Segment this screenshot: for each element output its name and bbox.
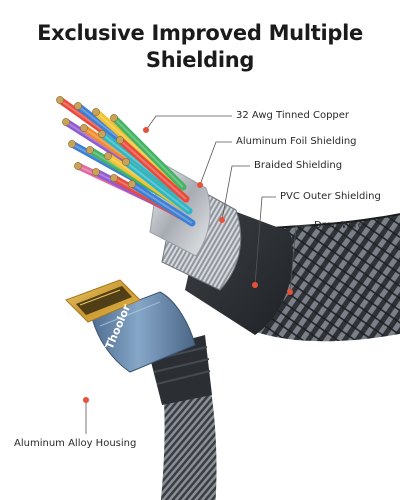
headline-line-1: Exclusive Improved Multiple bbox=[37, 21, 363, 45]
callout-dot bbox=[197, 182, 203, 188]
connector-housing bbox=[91, 291, 196, 373]
callout-leaders bbox=[85, 115, 310, 434]
conductor-bundle bbox=[56, 96, 196, 227]
label-braided-shielding: Braided Shielding bbox=[254, 160, 343, 171]
label-dron-wire: Dron Wire bbox=[314, 220, 364, 231]
label-pvc-outer: PVC Outer Shielding bbox=[280, 191, 381, 202]
callout-dot bbox=[287, 289, 293, 295]
callout-dot bbox=[219, 217, 225, 223]
headline-line-2: Shielding bbox=[145, 48, 255, 72]
callout-dot bbox=[143, 127, 149, 133]
callout-markers bbox=[83, 127, 293, 403]
hdmi-gold-plug bbox=[65, 279, 141, 323]
callout-dot bbox=[83, 397, 89, 403]
label-tinned-copper: 32 Awg Tinned Copper bbox=[236, 110, 350, 121]
callout-dot bbox=[252, 282, 258, 288]
label-aluminum-foil: Aluminum Foil Shielding bbox=[236, 136, 357, 147]
label-alloy-housing: Aluminum Alloy Housing bbox=[14, 438, 137, 449]
